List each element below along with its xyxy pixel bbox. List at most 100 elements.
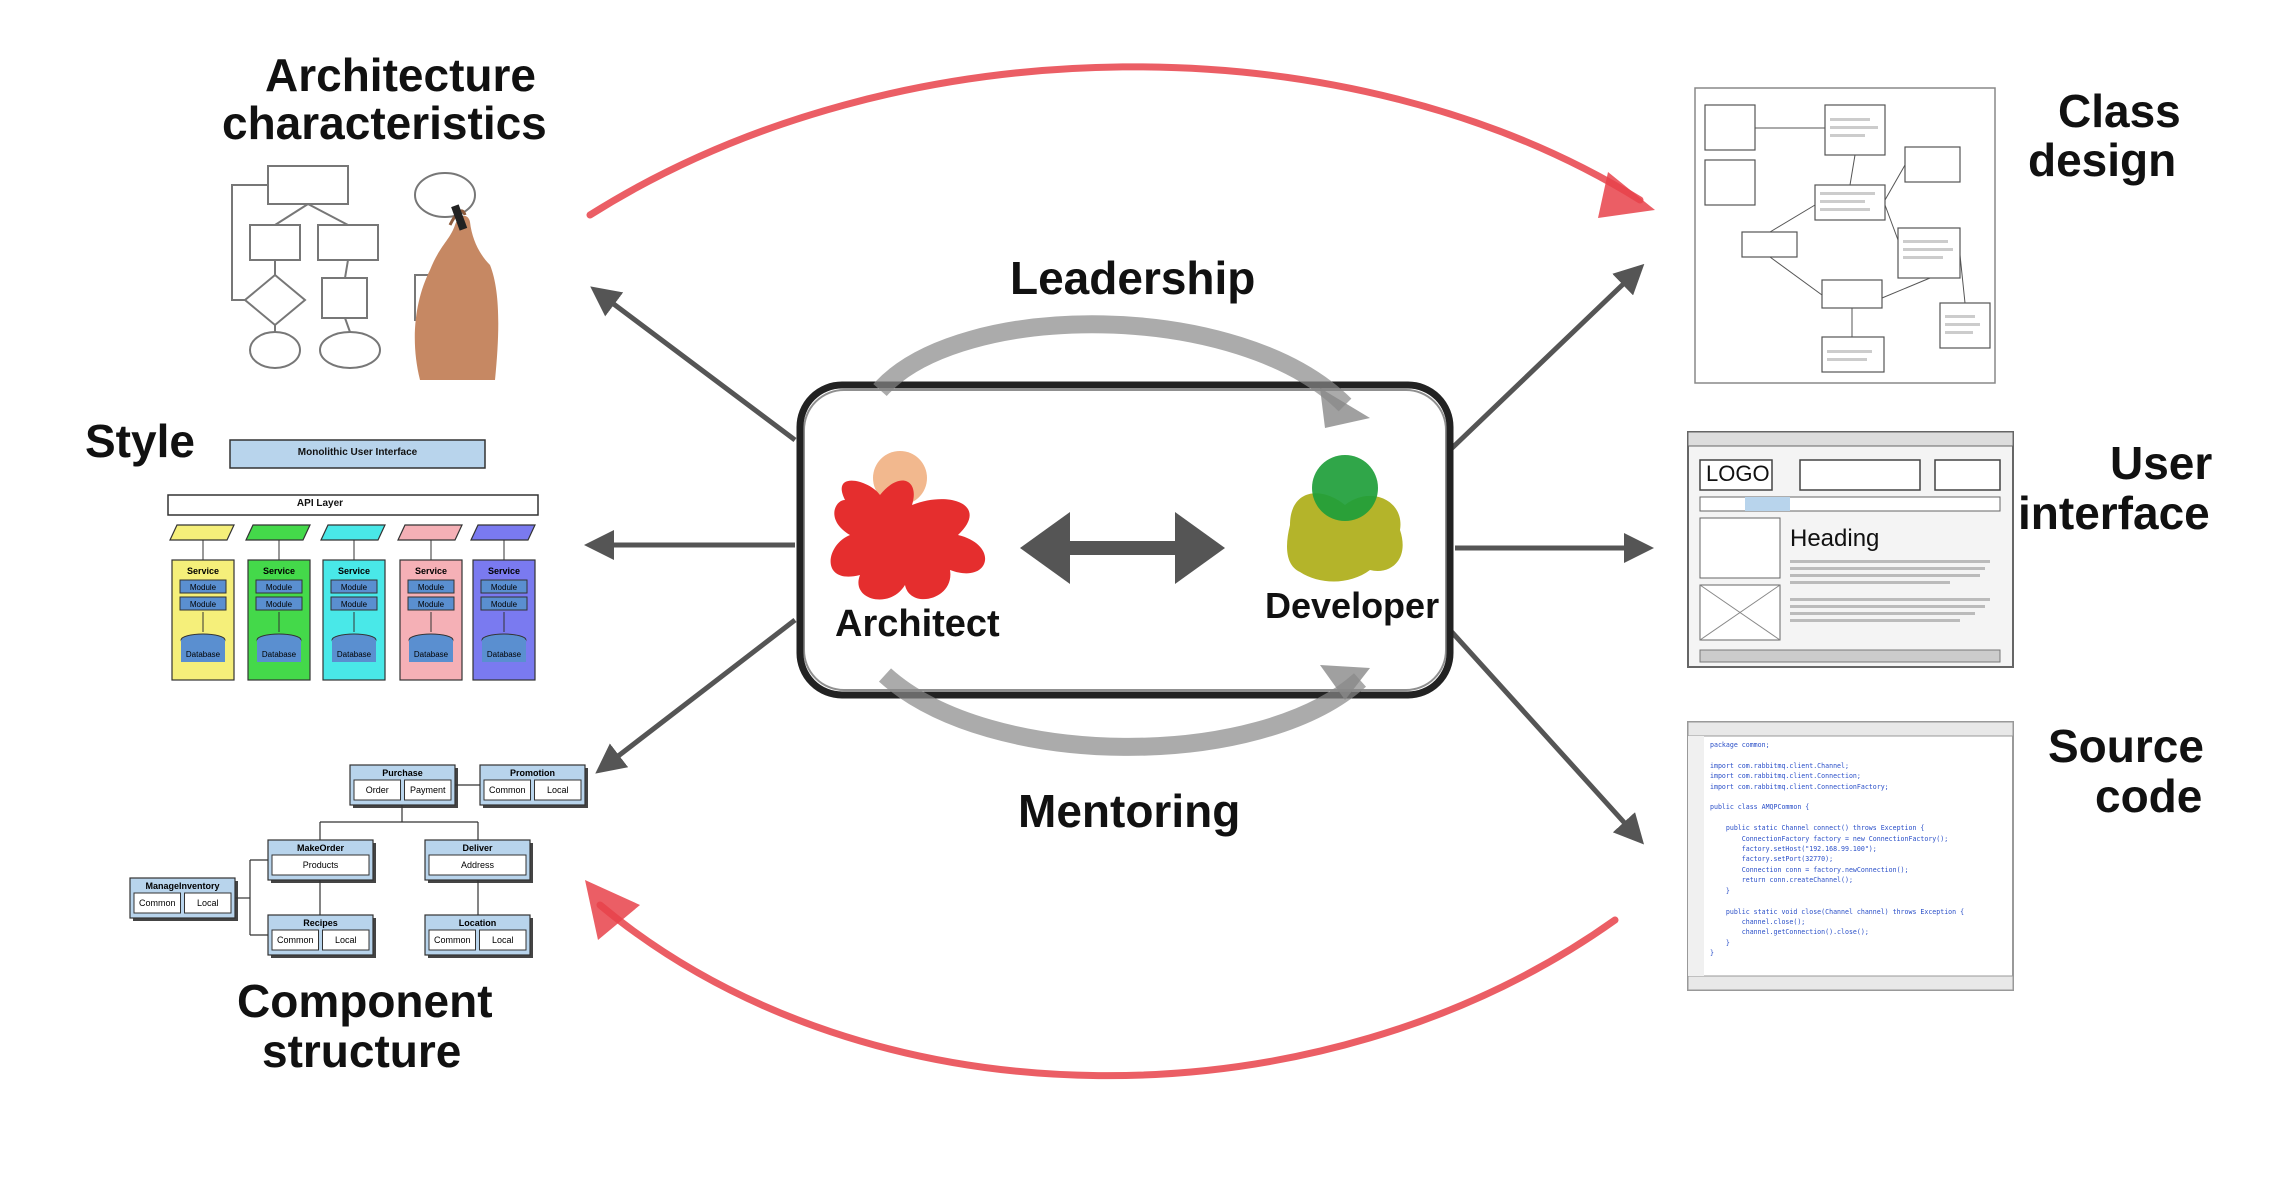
component-child-label: Common	[277, 935, 314, 945]
code-text: package common; import com.rabbitmq.clie…	[1710, 741, 1965, 958]
label-design: design	[2028, 134, 2177, 186]
style-service-label: Service	[488, 566, 520, 576]
component-title: Recipes	[303, 918, 338, 928]
component-child-label: Local	[547, 785, 569, 795]
style-database-label: Database	[487, 650, 522, 659]
label-architecture: Architecture	[265, 49, 536, 101]
component-child	[479, 929, 527, 951]
component-child-label: Address	[461, 860, 495, 870]
style-database-label: Database	[186, 650, 221, 659]
component-title: Purchase	[382, 768, 423, 778]
style-database-label: Database	[414, 650, 449, 659]
connection-arrows	[584, 263, 1654, 845]
label-developer: Developer	[1265, 585, 1440, 626]
component-child-label: Products	[303, 860, 339, 870]
style-module-label: Module	[266, 600, 293, 609]
style-module-box	[407, 579, 455, 594]
component-child	[184, 892, 232, 914]
class-diagram	[1694, 87, 1996, 384]
component-child-label: Common	[489, 785, 526, 795]
style-module-box	[179, 579, 227, 594]
label-user: User	[2110, 437, 2213, 489]
component-child	[271, 929, 319, 951]
architect-figure	[830, 451, 986, 600]
style-module-label: Module	[491, 583, 518, 592]
component-child-label: Order	[366, 785, 389, 795]
component-child	[483, 779, 531, 801]
architect-developer-arrow	[1020, 512, 1225, 584]
style-api-label: API Layer	[296, 498, 344, 509]
style-api-slot	[320, 524, 386, 541]
style-diagram: ServiceModuleModuleDatabaseServiceModule…	[167, 439, 539, 681]
component-title: MakeOrder	[297, 843, 345, 853]
flowchart-drawing	[231, 165, 486, 369]
label-structure: structure	[262, 1025, 462, 1077]
feedback-loop-bottom	[585, 880, 1619, 1080]
label-mentoring: Mentoring	[1018, 785, 1241, 837]
label-architect: Architect	[835, 603, 1000, 645]
component-title: Promotion	[510, 768, 555, 778]
style-module-label: Module	[418, 600, 445, 609]
style-service-label: Service	[415, 566, 447, 576]
wireframe-heading: Heading	[1790, 525, 1880, 552]
style-database-label: Database	[337, 650, 372, 659]
component-child-label: Common	[139, 898, 176, 908]
component-title: Location	[459, 918, 497, 928]
label-component: Component	[237, 975, 493, 1027]
style-module-box	[179, 596, 227, 611]
component-title: ManageInventory	[145, 881, 219, 891]
style-api-slot	[397, 524, 463, 541]
component-child	[428, 854, 527, 876]
component-child-label: Local	[197, 898, 219, 908]
architect-body	[830, 480, 986, 600]
style-database-label: Database	[262, 650, 297, 659]
developer-body	[1287, 493, 1403, 582]
hand-drawing	[414, 204, 499, 380]
style-module-box	[255, 596, 303, 611]
source-code-window	[1687, 721, 2014, 991]
style-module-label: Module	[341, 600, 368, 609]
component-child	[404, 779, 452, 801]
component-child	[133, 892, 181, 914]
style-module-label: Module	[491, 600, 518, 609]
style-api-slot	[245, 524, 311, 541]
leadership-arc	[873, 315, 1370, 428]
mentoring-arc	[878, 665, 1370, 756]
developer-head	[1312, 455, 1378, 521]
component-child	[271, 854, 370, 876]
label-source: Source	[2048, 720, 2204, 772]
style-module-label: Module	[341, 583, 368, 592]
component-child	[428, 929, 476, 951]
style-api-slot	[169, 524, 235, 541]
center-box	[796, 381, 1454, 699]
style-module-label: Module	[418, 583, 445, 592]
style-module-box	[480, 596, 528, 611]
wireframe-logo: LOGO	[1706, 461, 1770, 486]
label-characteristics: characteristics	[222, 97, 547, 149]
component-child	[322, 929, 370, 951]
label-interface: interface	[2018, 487, 2210, 539]
component-child-label: Local	[335, 935, 357, 945]
style-module-box	[330, 596, 378, 611]
ui-wireframe	[1687, 431, 2014, 668]
style-service-label: Service	[187, 566, 219, 576]
style-api-slot	[470, 524, 536, 541]
component-child	[353, 779, 401, 801]
style-module-box	[330, 579, 378, 594]
style-module-box	[255, 579, 303, 594]
component-child	[534, 779, 582, 801]
component-child-label: Local	[492, 935, 514, 945]
style-service-label: Service	[263, 566, 295, 576]
label-class: Class	[2058, 85, 2181, 137]
style-service-label: Service	[338, 566, 370, 576]
style-module-label: Module	[190, 583, 217, 592]
label-code: code	[2095, 770, 2203, 822]
style-module-box	[407, 596, 455, 611]
component-title: Deliver	[462, 843, 493, 853]
style-ui-title: Monolithic User Interface	[297, 447, 418, 458]
developer-figure	[1287, 455, 1403, 582]
component-child-label: Payment	[410, 785, 446, 795]
style-module-box	[480, 579, 528, 594]
